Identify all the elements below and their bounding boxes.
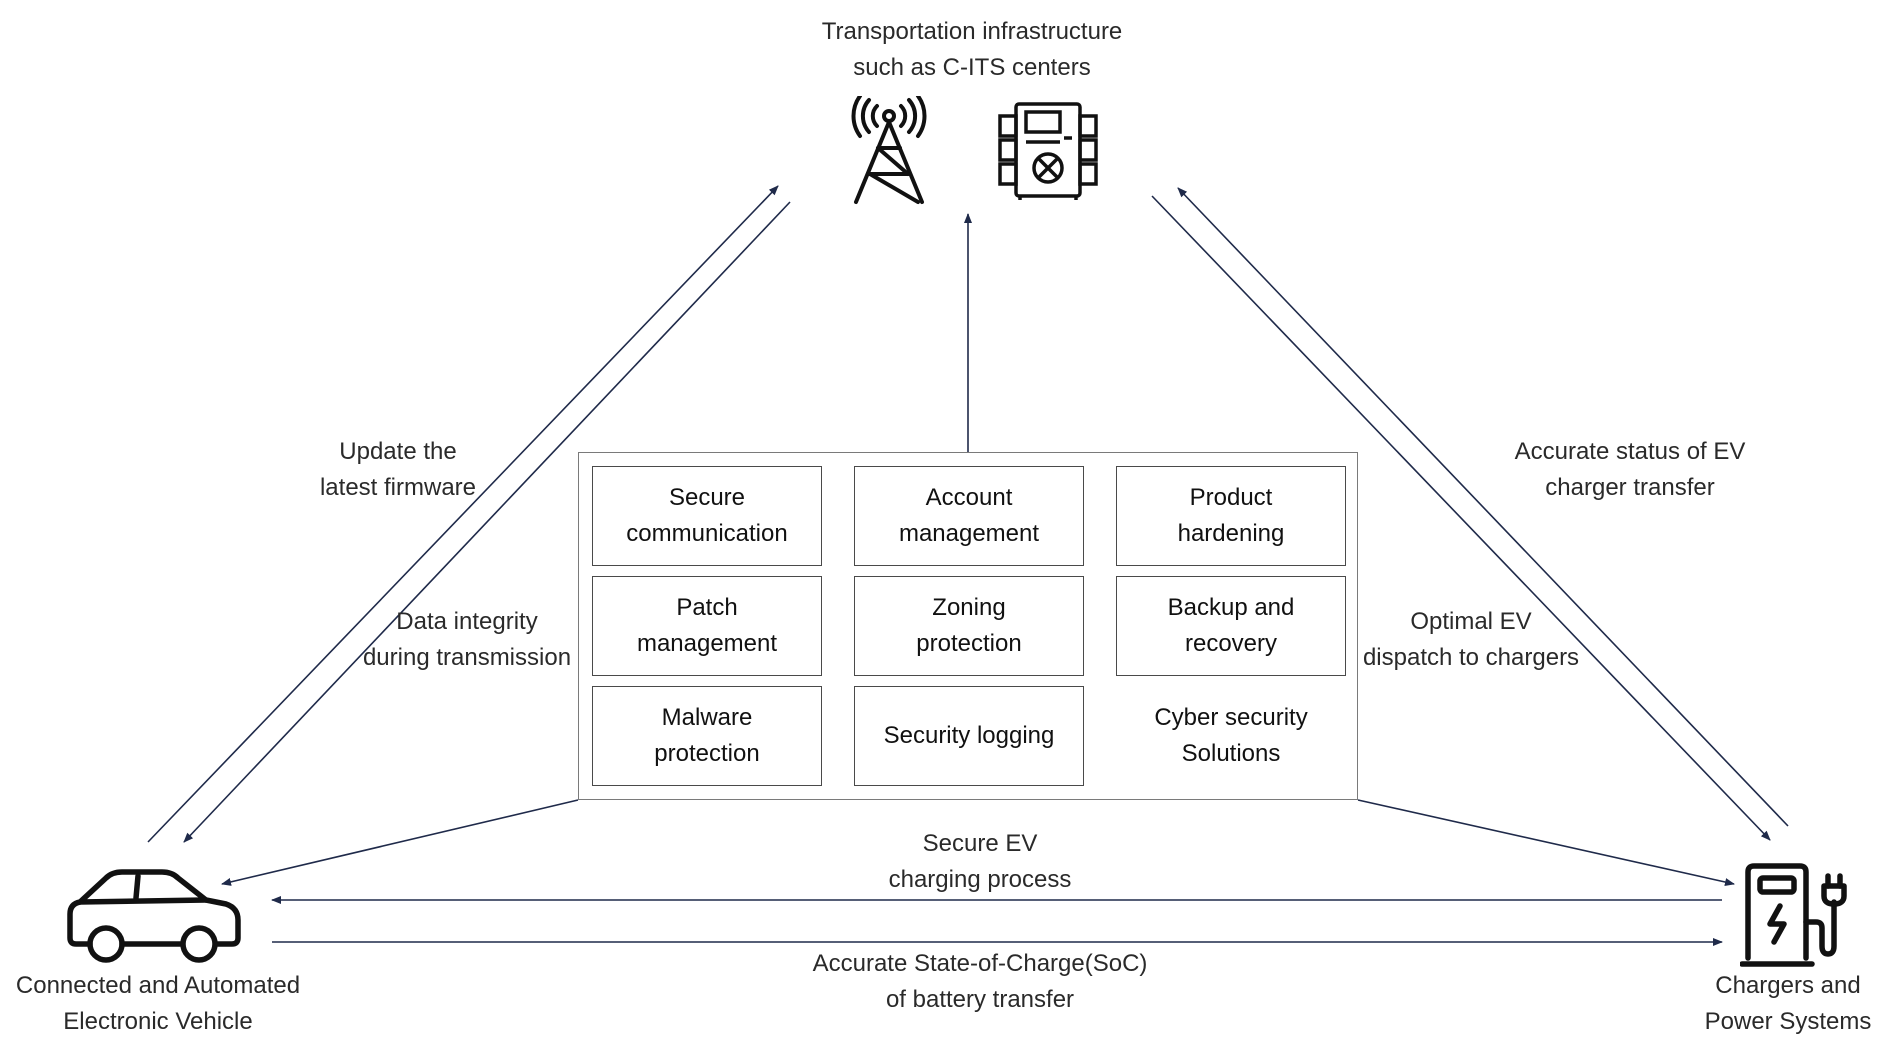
arrow-solutions-to-charger	[1357, 799, 1735, 886]
arrow-infra-to-charger	[1151, 195, 1771, 841]
car-icon	[67, 869, 241, 963]
arrow-infra-to-vehicle	[183, 201, 791, 843]
label-accurate-status: Accurate status of EV charger transfer	[1514, 438, 1746, 501]
label-secure-charging: Secure EV charging process	[888, 830, 1072, 893]
radio-tower-icon	[851, 96, 927, 204]
label-soc-transfer: Accurate State-of-Charge(SoC) of battery…	[812, 950, 1148, 1013]
node-right-label: Chargers and Power Systems	[1704, 972, 1872, 1035]
label-optimal-dispatch: Optimal EV dispatch to chargers	[1362, 608, 1580, 671]
ev-charger-icon	[1740, 863, 1847, 967]
label-update-firmware: Update the latest firmware	[319, 438, 477, 501]
node-top-label: Transportation infrastructure such as C-…	[821, 18, 1123, 81]
server-icon	[998, 102, 1098, 200]
solution-security-logging: Security logging	[854, 686, 1084, 786]
arrow-vehicle-to-infra	[147, 185, 779, 843]
label-data-integrity: Data integrity during transmission	[362, 608, 572, 671]
arrow-charger-to-infra	[1177, 187, 1789, 827]
node-left-label: Connected and Automated Electronic Vehic…	[15, 972, 301, 1035]
arrow-solutions-to-vehicle	[221, 799, 579, 886]
